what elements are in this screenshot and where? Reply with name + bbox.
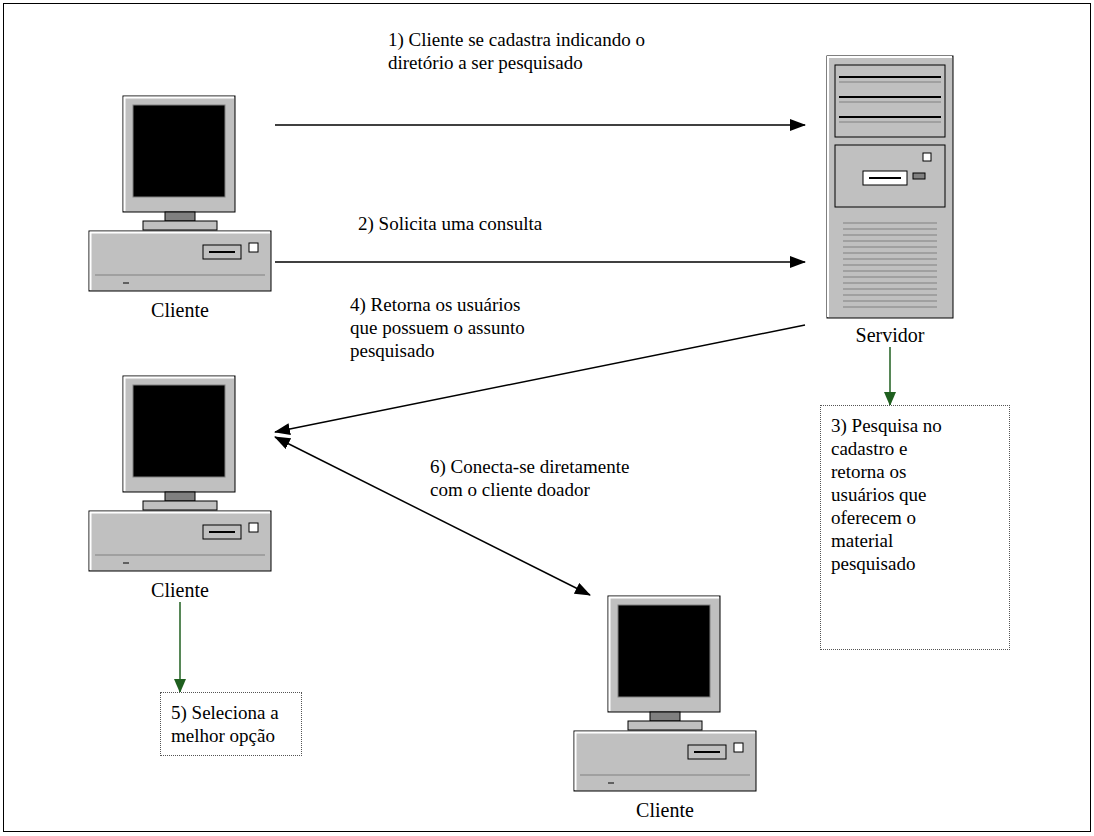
server-tower-icon <box>825 55 955 320</box>
desktop-computer-icon <box>85 95 275 295</box>
arrow-step-label: 4) Retorna os usuários que possuem o ass… <box>350 293 550 362</box>
server-computer: Servidor <box>805 55 975 347</box>
message-arrow <box>179 602 181 692</box>
arrow-step-label: 1) Cliente se cadastra indicando o diret… <box>388 28 698 74</box>
client-computer: Cliente <box>570 595 760 822</box>
note-box: 3) Pesquisa no cadastro e retorna os usu… <box>820 405 1010 650</box>
message-arrow <box>275 261 805 263</box>
step-note-text: 3) Pesquisa no cadastro e retorna os usu… <box>831 414 946 575</box>
arrow-step-label: 2) Solicita uma consulta <box>358 212 658 235</box>
message-arrow <box>889 347 891 405</box>
computer-label: Servidor <box>805 323 975 347</box>
step-note-text: 5) Seleciona a melhor opção <box>171 701 291 747</box>
computer-label: Cliente <box>85 578 275 602</box>
client-computer: Cliente <box>85 375 275 602</box>
message-arrow <box>275 124 805 126</box>
desktop-computer-icon <box>85 375 275 575</box>
computer-label: Cliente <box>85 298 275 322</box>
desktop-computer-icon <box>570 595 760 795</box>
client-computer: Cliente <box>85 95 275 322</box>
computer-label: Cliente <box>570 798 760 822</box>
arrow-step-label: 6) Conecta-se diretamente com o cliente … <box>430 455 655 501</box>
note-box: 5) Seleciona a melhor opção <box>160 692 302 756</box>
